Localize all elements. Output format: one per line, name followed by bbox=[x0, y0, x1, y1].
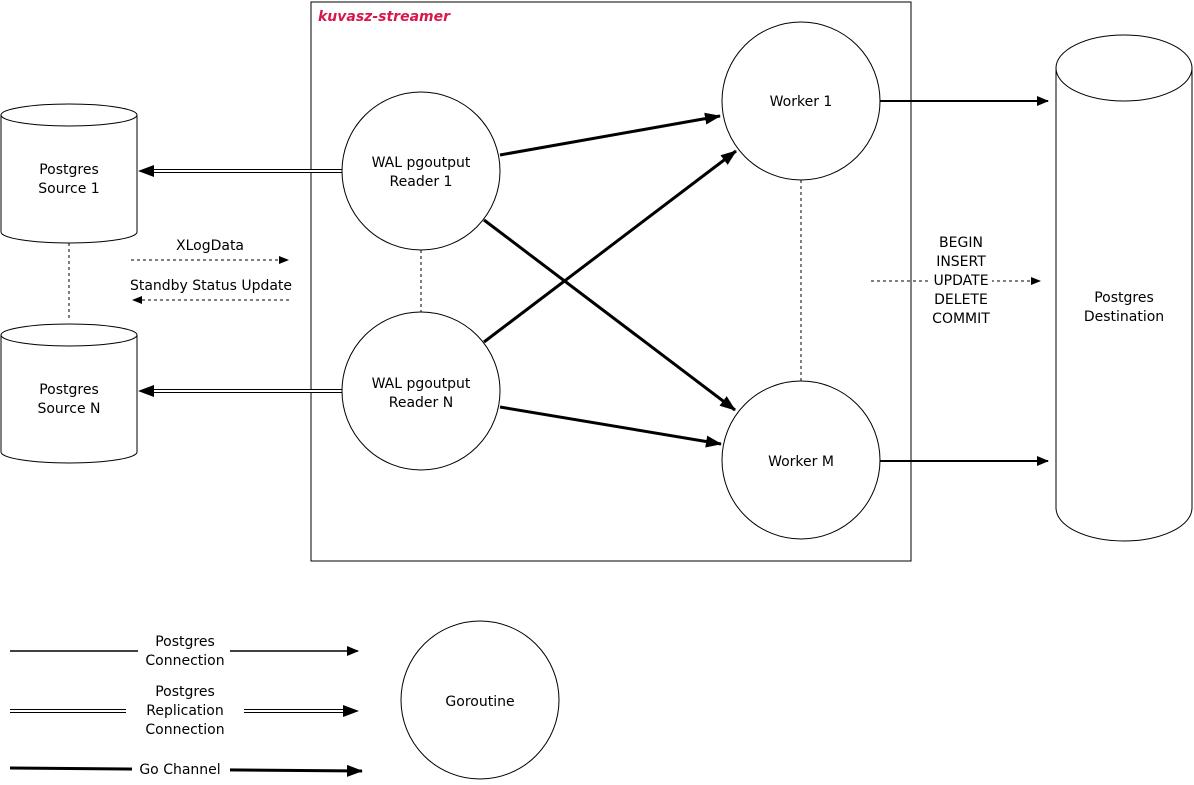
worker-m-label: Worker M bbox=[768, 454, 834, 470]
source-n-line-1: Postgres bbox=[39, 382, 99, 398]
reader-n-line-1: WAL pgoutput bbox=[372, 376, 471, 392]
legend-goroutine-circle bbox=[400, 620, 560, 780]
container-title: kuvasz-streamer bbox=[318, 9, 451, 25]
worker-1-label: Worker 1 bbox=[770, 94, 833, 110]
legend-postgres-connection-line-2: Connection bbox=[145, 653, 224, 669]
legend: Postgres Connection Postgres Replication… bbox=[9, 620, 560, 780]
legend-replication-line-3: Connection bbox=[145, 722, 224, 738]
source-n-line-2: Source N bbox=[37, 401, 100, 417]
channel-readern-worker1 bbox=[483, 149, 737, 344]
command-delete: DELETE bbox=[934, 292, 988, 308]
reader-n-goroutine: WAL pgoutput Reader N bbox=[341, 311, 501, 471]
postgres-source-1: Postgres Source 1 bbox=[0, 103, 138, 244]
postgres-source-n: Postgres Source N bbox=[0, 323, 138, 464]
postgres-destination: Postgres Destination bbox=[1055, 34, 1193, 542]
command-begin: BEGIN bbox=[939, 235, 983, 251]
reader-1-goroutine: WAL pgoutput Reader 1 bbox=[341, 91, 501, 251]
channel-readern-workerm bbox=[499, 405, 722, 448]
reader-n-line-2: Reader N bbox=[389, 395, 453, 411]
source-1-line-1: Postgres bbox=[39, 162, 99, 178]
worker-1-goroutine: Worker 1 bbox=[721, 21, 881, 181]
standby-label: Standby Status Update bbox=[130, 278, 292, 294]
channel-reader1-worker1 bbox=[499, 112, 721, 157]
command-update: UPDATE bbox=[933, 273, 988, 289]
legend-replication-line-2: Replication bbox=[146, 703, 223, 719]
destination-line-1: Postgres bbox=[1094, 290, 1154, 306]
reader-1-line-1: WAL pgoutput bbox=[372, 155, 471, 171]
replication-connection-1 bbox=[138, 165, 343, 177]
xlogdata-label: XLogData bbox=[176, 238, 244, 254]
channel-reader1-workerm bbox=[483, 218, 736, 412]
source-1-line-2: Source 1 bbox=[38, 181, 99, 197]
legend-replication-line-1: Postgres bbox=[155, 684, 215, 700]
sql-commands-list: BEGIN INSERT UPDATE DELETE COMMIT bbox=[930, 230, 992, 330]
legend-goroutine-label: Goroutine bbox=[445, 694, 514, 710]
worker-m-goroutine: Worker M bbox=[721, 380, 881, 540]
kuvasz-streamer-container bbox=[310, 1, 912, 562]
command-commit: COMMIT bbox=[932, 311, 990, 327]
replication-connection-n bbox=[138, 385, 343, 397]
legend-postgres-connection-line-1: Postgres bbox=[155, 634, 215, 650]
legend-go-channel-label: Go Channel bbox=[139, 762, 220, 778]
command-insert: INSERT bbox=[936, 254, 986, 270]
destination-line-2: Destination bbox=[1084, 309, 1164, 325]
reader-1-line-2: Reader 1 bbox=[390, 174, 453, 190]
